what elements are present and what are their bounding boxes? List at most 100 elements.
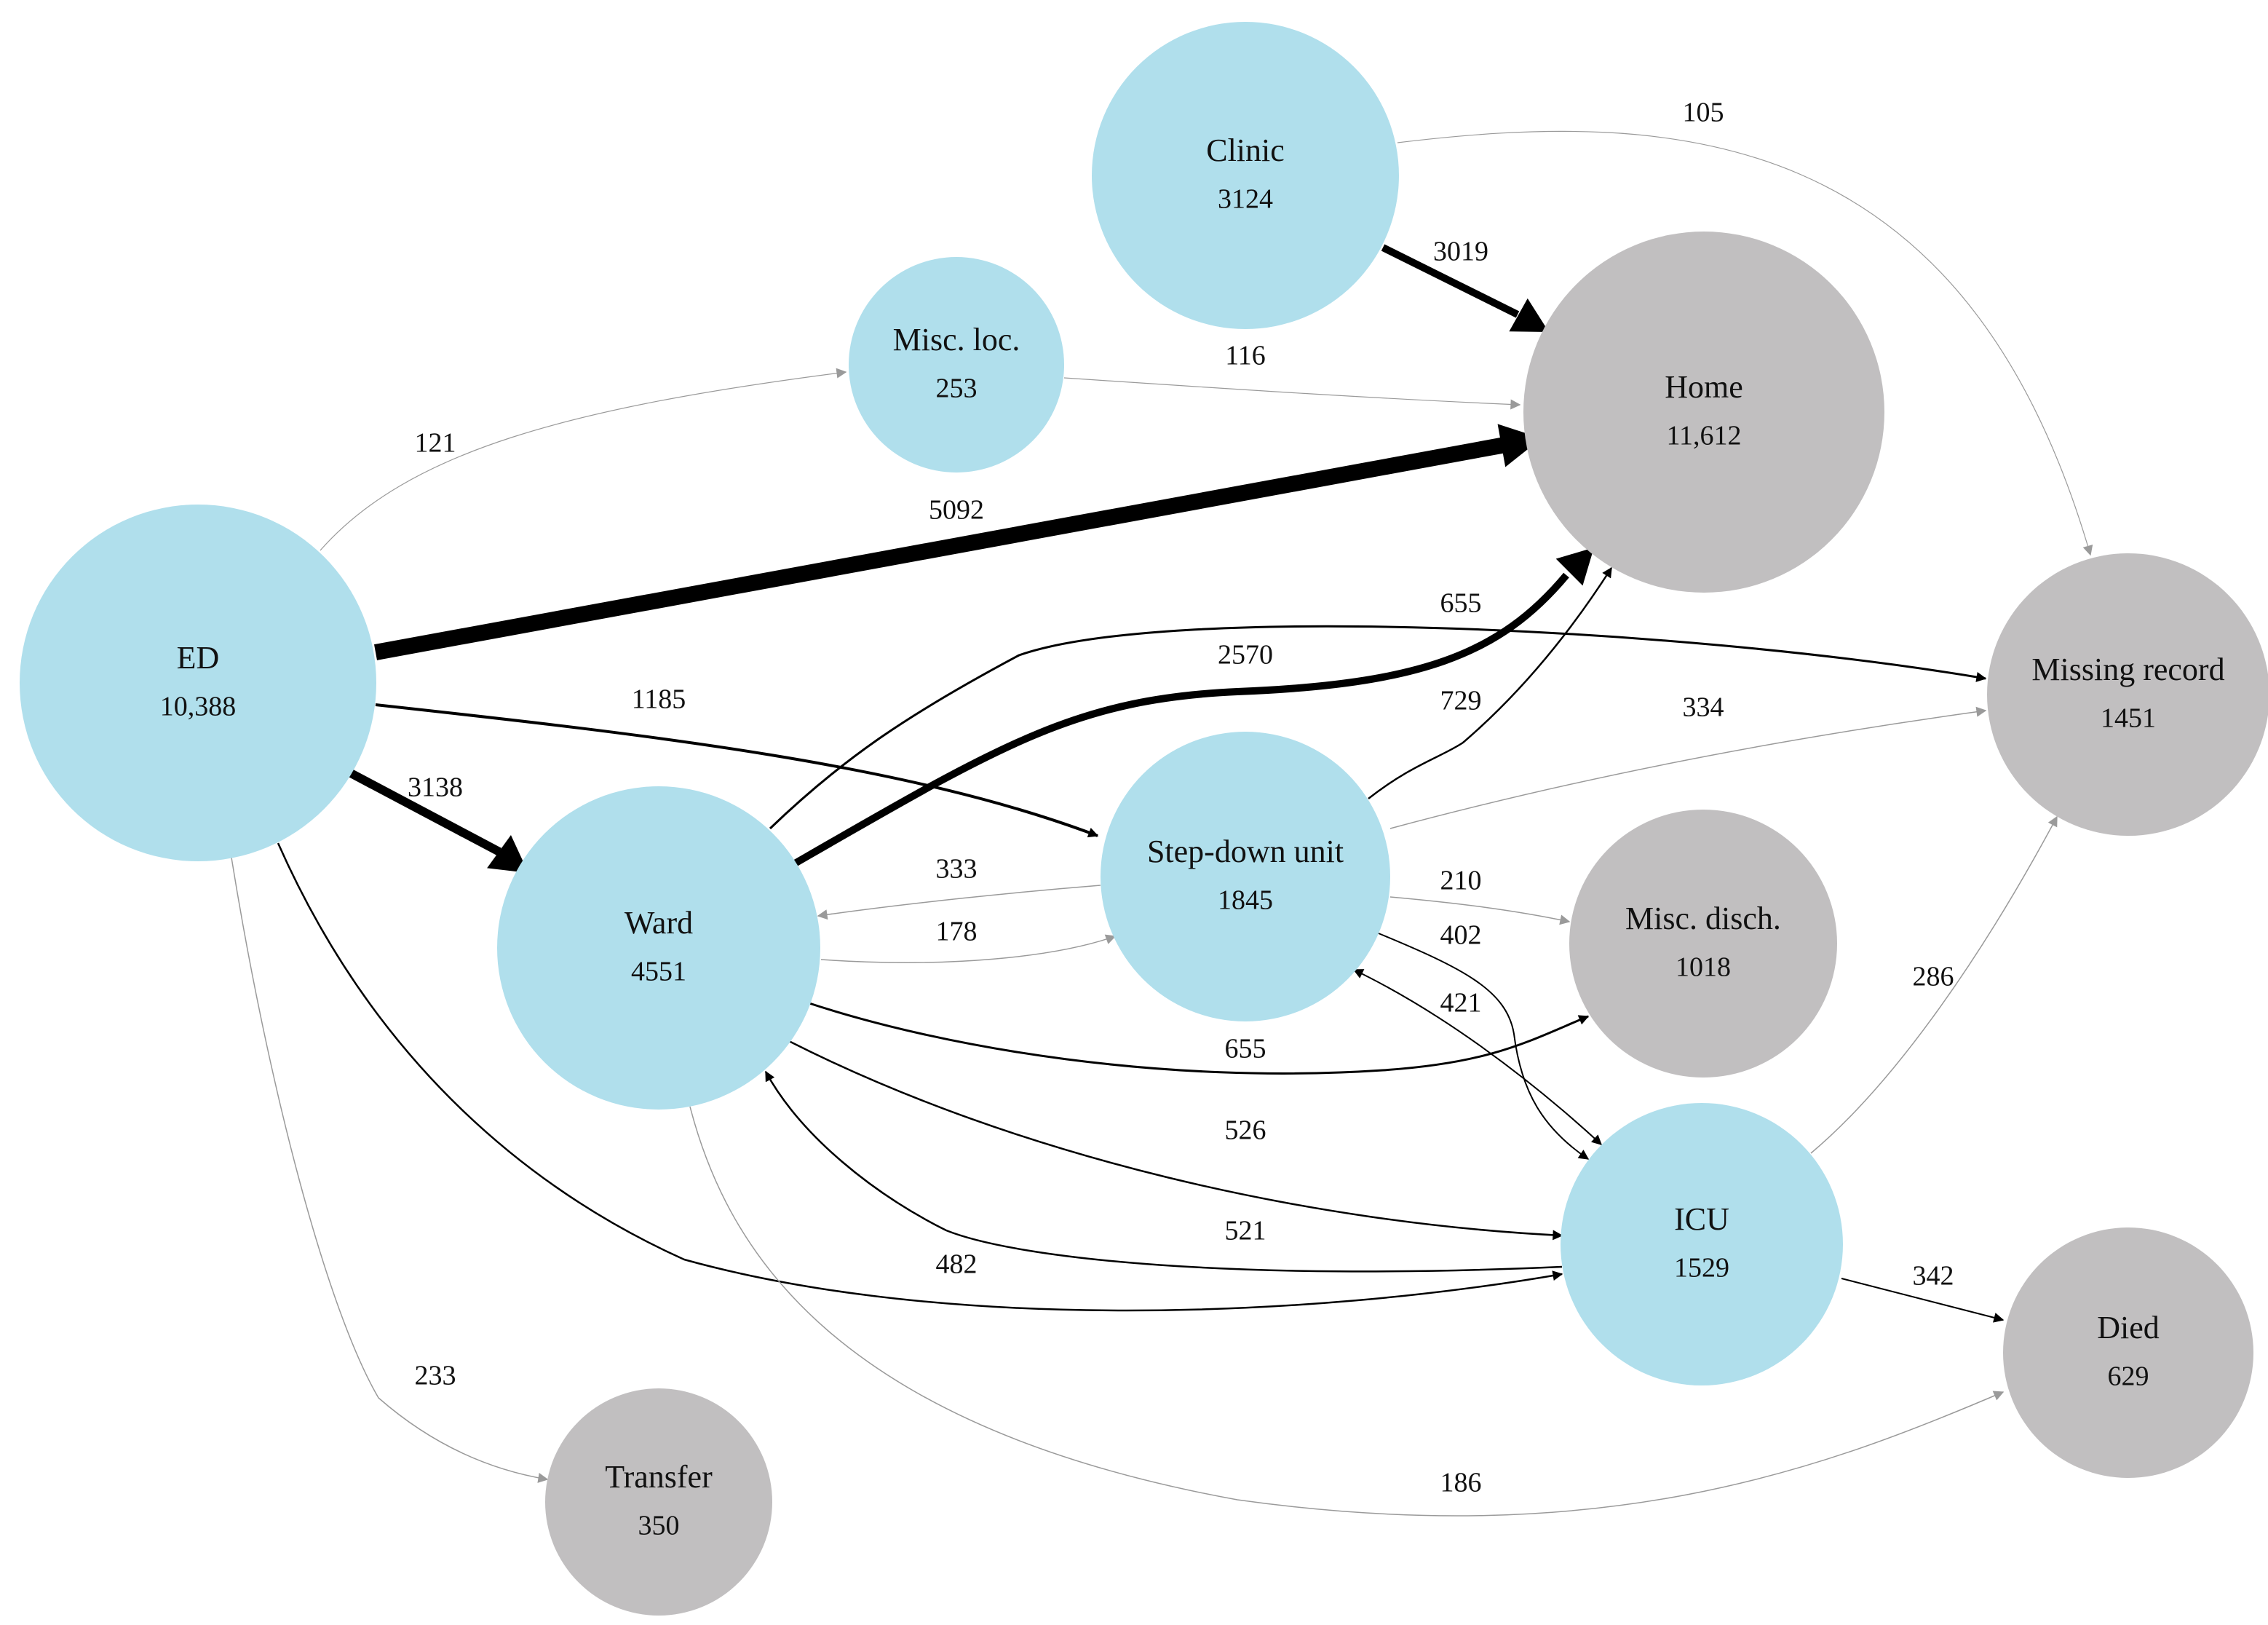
edge-value-label: 342 [1913, 1261, 1954, 1292]
edge-clinic-missing [1397, 130, 2093, 556]
node-missing: Missing record 1451 [1987, 553, 2268, 836]
edge-value-label: 116 [1225, 341, 1266, 371]
edge-value-label: 233 [415, 1361, 456, 1391]
edge-line [1841, 1278, 2005, 1323]
node-misc-disch: Misc. disch. 1018 [1569, 810, 1837, 1078]
edge-stepdown-ward [817, 885, 1101, 920]
edge-line [349, 769, 501, 856]
edge-icu-died [1841, 1278, 2005, 1323]
node-name: ICU [1674, 1201, 1729, 1237]
edge-clinic-home [1381, 244, 1549, 332]
edge-value-label: 729 [1440, 686, 1482, 716]
edge-line [1368, 566, 1613, 799]
edge-ward-icu [788, 1040, 1563, 1241]
edges-layer [231, 130, 2093, 1517]
node-count: 1451 [2101, 703, 2156, 734]
edge-line [769, 625, 1987, 830]
edge-value-label: 3138 [408, 772, 463, 803]
edge-stepdown-home [1368, 566, 1613, 799]
edge-icu-stepdown [1352, 969, 1603, 1145]
node-died: Died 629 [2003, 1227, 2253, 1478]
node-count: 253 [936, 373, 978, 404]
node-count: 1529 [1674, 1253, 1729, 1284]
edge-ward-missing [769, 625, 1987, 830]
edge-value-label: 402 [1440, 920, 1482, 951]
edge-value-label: 178 [936, 917, 978, 947]
node-circle [849, 257, 1064, 473]
node-clinic: Clinic 3124 [1092, 22, 1399, 329]
edge-icu-missing [1810, 815, 2058, 1154]
edge-ward-died [689, 1106, 2005, 1517]
node-circle [1561, 1103, 1843, 1385]
edge-line [793, 572, 1569, 867]
edge-line [277, 842, 1563, 1312]
edge-icu-ward [764, 1070, 1563, 1273]
node-circle [1101, 732, 1390, 1021]
node-icu: ICU 1529 [1561, 1103, 1843, 1385]
edge-arrowhead [1555, 547, 1594, 586]
node-count: 10,388 [160, 692, 237, 722]
node-circle [1987, 553, 2268, 836]
edge-line [1381, 244, 1520, 318]
node-name: Home [1665, 369, 1743, 405]
node-circle [497, 786, 820, 1110]
edge-line [1810, 815, 2058, 1154]
node-count: 4551 [631, 957, 686, 987]
edge-ed-ward [349, 769, 528, 873]
node-name: Misc. disch. [1625, 901, 1781, 936]
edge-line [1389, 706, 1987, 829]
node-circle [1523, 232, 1884, 593]
edge-line [374, 437, 1507, 660]
node-count: 3124 [1218, 184, 1273, 215]
edge-ed-stepdown [375, 703, 1099, 838]
edge-line [1378, 933, 1590, 1160]
edge-ward-home [793, 547, 1594, 867]
edge-value-label: 526 [1225, 1115, 1266, 1146]
edge-value-label: 121 [415, 428, 456, 459]
node-name: Missing record [2031, 652, 2224, 687]
node-name: Transfer [605, 1459, 713, 1495]
edge-value-label: 482 [936, 1249, 978, 1280]
edge-line [231, 857, 549, 1483]
node-name: Died [2097, 1310, 2160, 1345]
node-circle [1092, 22, 1399, 329]
node-count: 629 [2108, 1361, 2149, 1392]
edge-value-label: 521 [1225, 1216, 1266, 1246]
node-name: Step-down unit [1147, 834, 1344, 869]
edge-line [788, 1040, 1563, 1241]
edge-line [817, 885, 1101, 920]
edge-miscloc-home [1063, 377, 1521, 410]
edge-ed-miscloc [320, 368, 847, 551]
edge-ed-icu [277, 842, 1563, 1312]
edge-ward-stepdown [820, 934, 1117, 963]
edge-value-label: 655 [1440, 588, 1482, 619]
edge-line [1352, 969, 1603, 1145]
node-name: Misc. loc. [893, 322, 1020, 357]
edge-value-label: 2570 [1218, 640, 1273, 671]
edge-value-label: 3019 [1433, 237, 1488, 267]
edge-arrowhead [1509, 298, 1549, 332]
edge-stepdown-missing [1389, 706, 1987, 829]
node-misc-loc: Misc. loc. 253 [849, 257, 1064, 473]
edge-line [375, 703, 1099, 838]
node-count: 1018 [1676, 952, 1731, 983]
edge-value-label: 421 [1440, 988, 1482, 1019]
node-circle [1569, 810, 1837, 1078]
edge-value-label: 334 [1683, 692, 1724, 723]
node-name: Clinic [1206, 133, 1285, 168]
edge-value-label: 333 [936, 854, 978, 885]
edge-arrowhead [487, 834, 528, 873]
edge-line [1389, 896, 1571, 925]
edge-ed-transfer [231, 857, 549, 1483]
edge-value-label: 286 [1913, 962, 1954, 992]
node-circle [2003, 1227, 2253, 1478]
edge-line [1397, 130, 2093, 556]
edge-value-label: 210 [1440, 866, 1482, 896]
node-circle [20, 505, 376, 861]
edge-line [820, 934, 1117, 963]
